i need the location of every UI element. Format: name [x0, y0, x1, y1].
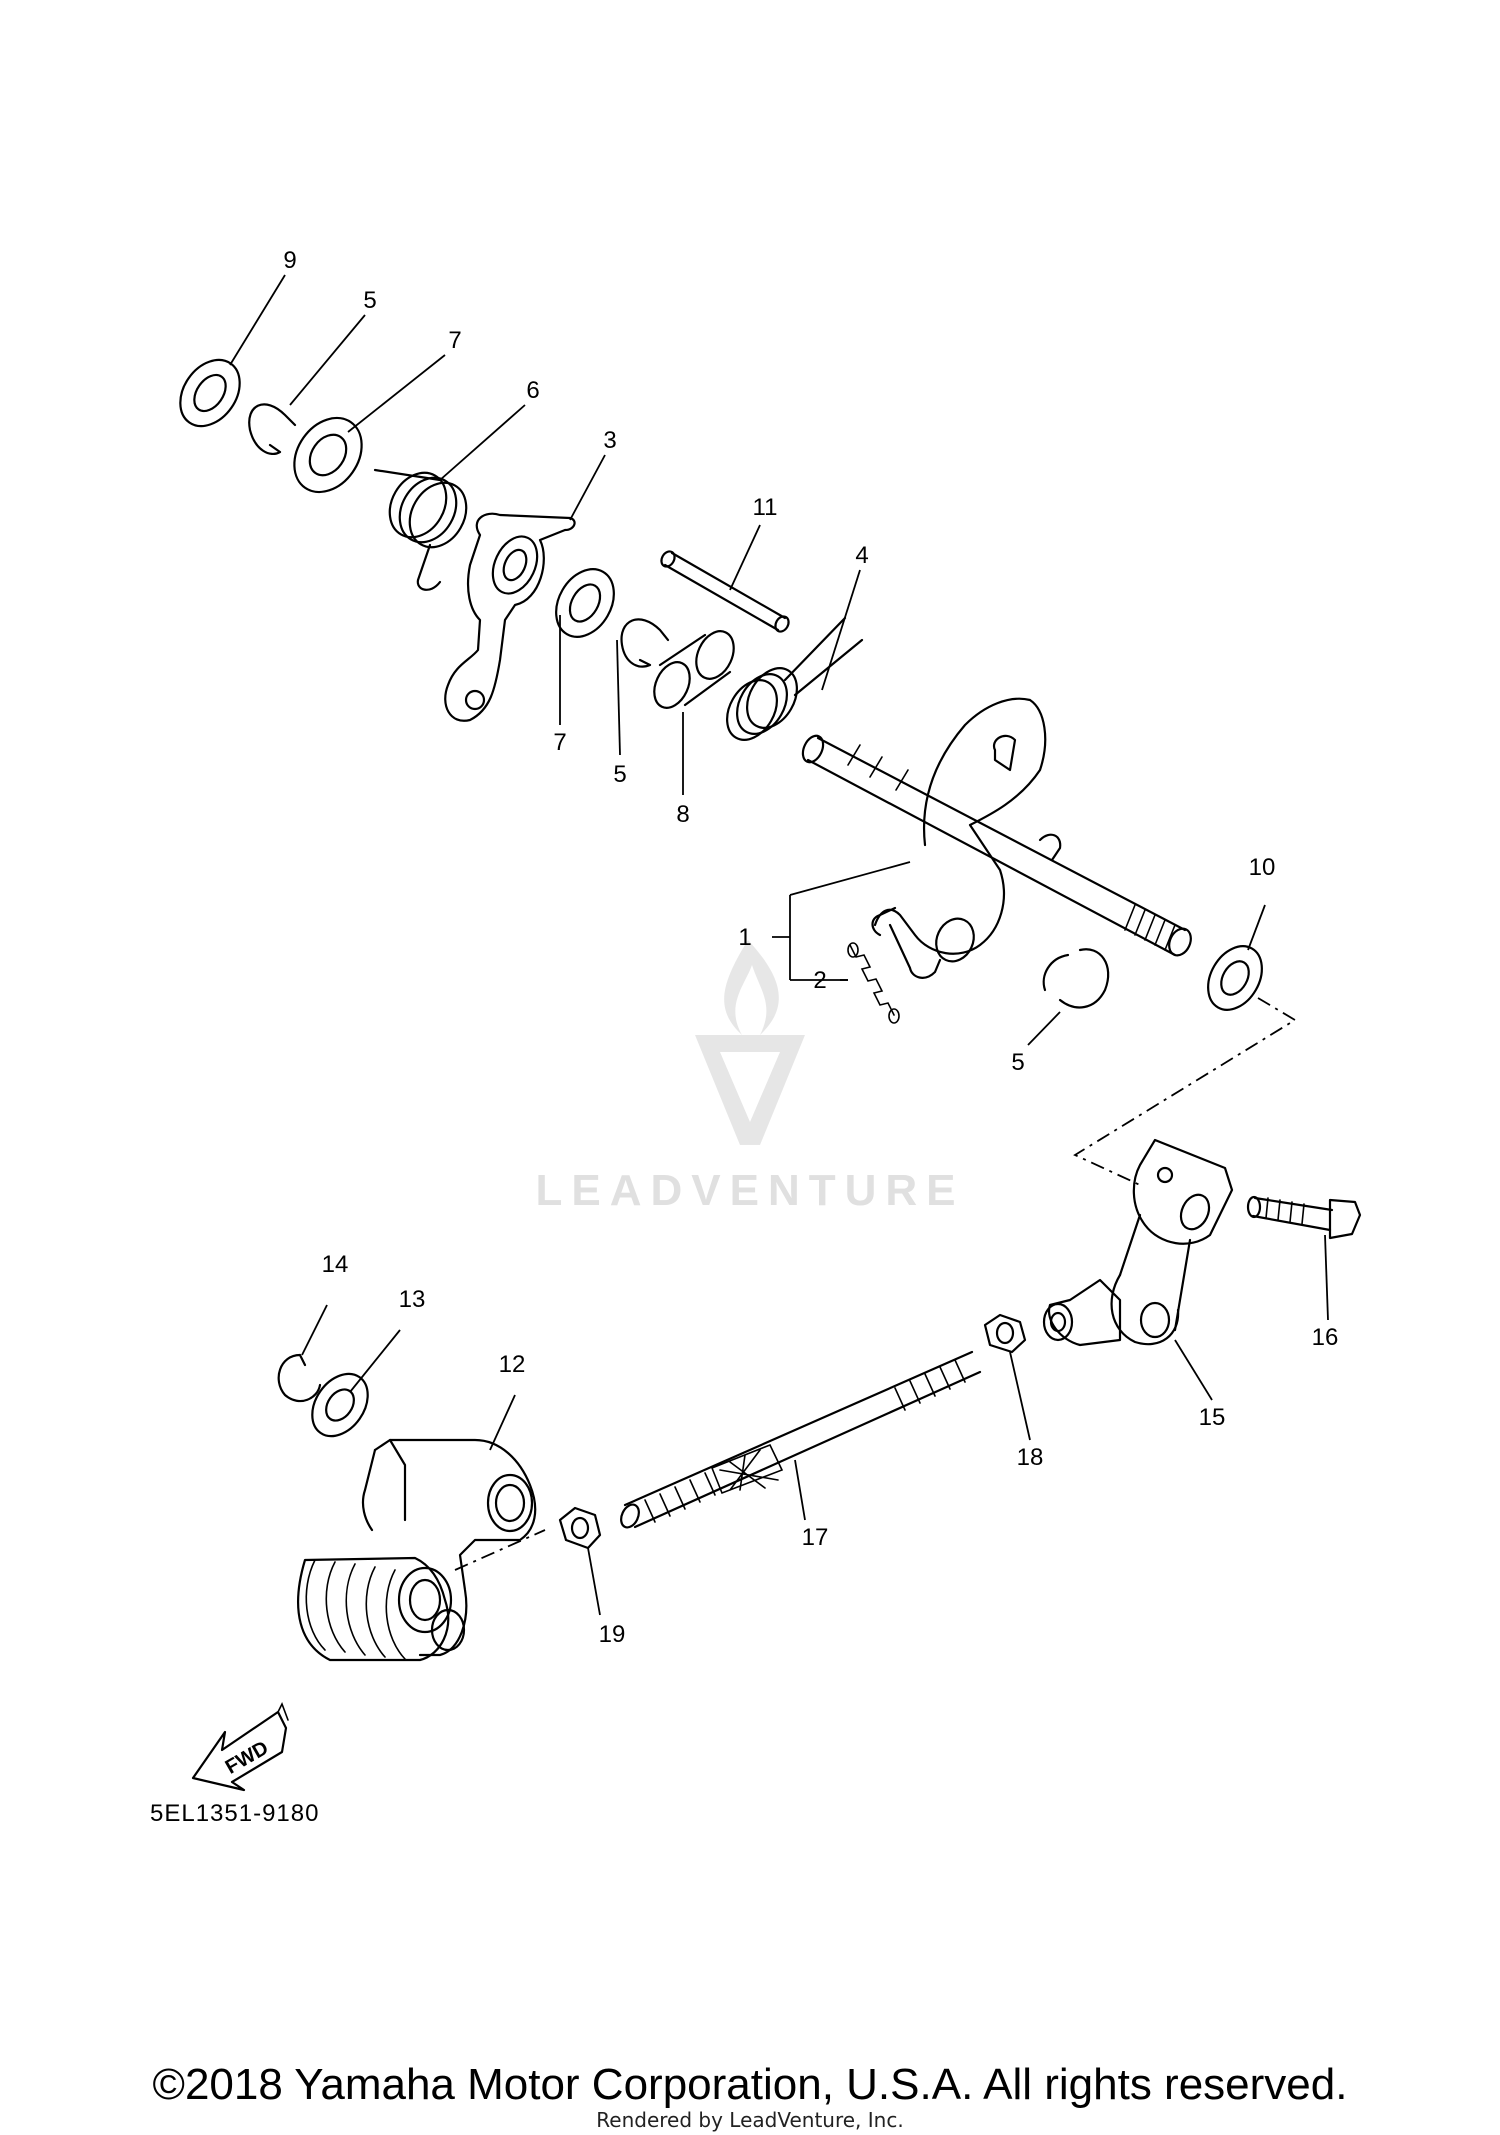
callout-4: 4 [855, 542, 868, 569]
part-washer-7a [293, 416, 363, 494]
part-circlip-5a [248, 403, 297, 456]
callout-5c: 5 [1011, 1049, 1024, 1076]
callout-1: 1 [738, 924, 751, 951]
part-shift-rod-17 [620, 1350, 982, 1529]
callout-18: 18 [1017, 1444, 1044, 1471]
callout-17: 17 [802, 1524, 829, 1551]
callout-15: 15 [1199, 1404, 1226, 1431]
copyright-notice: ©2018 Yamaha Motor Corporation, U.S.A. A… [152, 2060, 1348, 2109]
callout-16: 16 [1312, 1324, 1339, 1351]
part-shift-shaft-1 [801, 697, 1192, 979]
leader-lines [229, 274, 1329, 1616]
fwd-arrow-icon: FWD [191, 1702, 289, 1792]
part-spring-2 [847, 942, 900, 1024]
rendered-by-notice: Rendered by LeadVenture, Inc. [596, 2108, 904, 2132]
callout-10: 10 [1249, 854, 1276, 881]
part-washer-7b [555, 568, 615, 638]
part-circlip-14 [277, 1353, 322, 1403]
part-washer-13 [311, 1372, 369, 1438]
callout-11: 11 [753, 494, 778, 521]
part-bolt-16 [1246, 1195, 1362, 1240]
part-nut-18 [983, 1313, 1027, 1354]
callout-7a: 7 [448, 327, 461, 354]
callout-14: 14 [322, 1251, 349, 1278]
callout-2: 2 [813, 967, 826, 994]
part-washer-10 [1207, 945, 1263, 1011]
callout-6: 6 [526, 377, 539, 404]
callout-19: 19 [599, 1621, 626, 1648]
part-shift-pedal-12 [297, 1438, 546, 1662]
callout-8: 8 [676, 801, 689, 828]
diagram-code: 5EL1351-9180 [150, 1800, 320, 1827]
part-pin-11 [660, 550, 790, 633]
part-circlip-5b [620, 618, 670, 668]
part-circlip-5c [1042, 948, 1110, 1009]
part-stopper-lever-3 [444, 512, 576, 722]
callout-3: 3 [603, 427, 616, 454]
part-washer-9 [179, 358, 241, 428]
callout-7b: 7 [553, 729, 566, 756]
part-torsion-spring-6 [373, 468, 468, 591]
callout-5a: 5 [363, 287, 376, 314]
part-shift-lever-15 [1042, 1138, 1234, 1347]
part-collar-8 [653, 630, 735, 709]
callout-13: 13 [399, 1286, 426, 1313]
callout-12: 12 [499, 1351, 526, 1378]
callout-9: 9 [283, 247, 296, 274]
connection-line [1073, 997, 1297, 1186]
part-torsion-spring-4 [726, 616, 864, 741]
callout-labels: 9 5 7 6 3 11 4 7 5 8 10 1 2 5 14 13 12 1… [283, 247, 1338, 1648]
watermark-text: LEADVENTURE [535, 1166, 964, 1215]
watermark-logo [695, 940, 805, 1145]
part-nut-19 [558, 1506, 602, 1550]
callout-5b: 5 [613, 761, 626, 788]
